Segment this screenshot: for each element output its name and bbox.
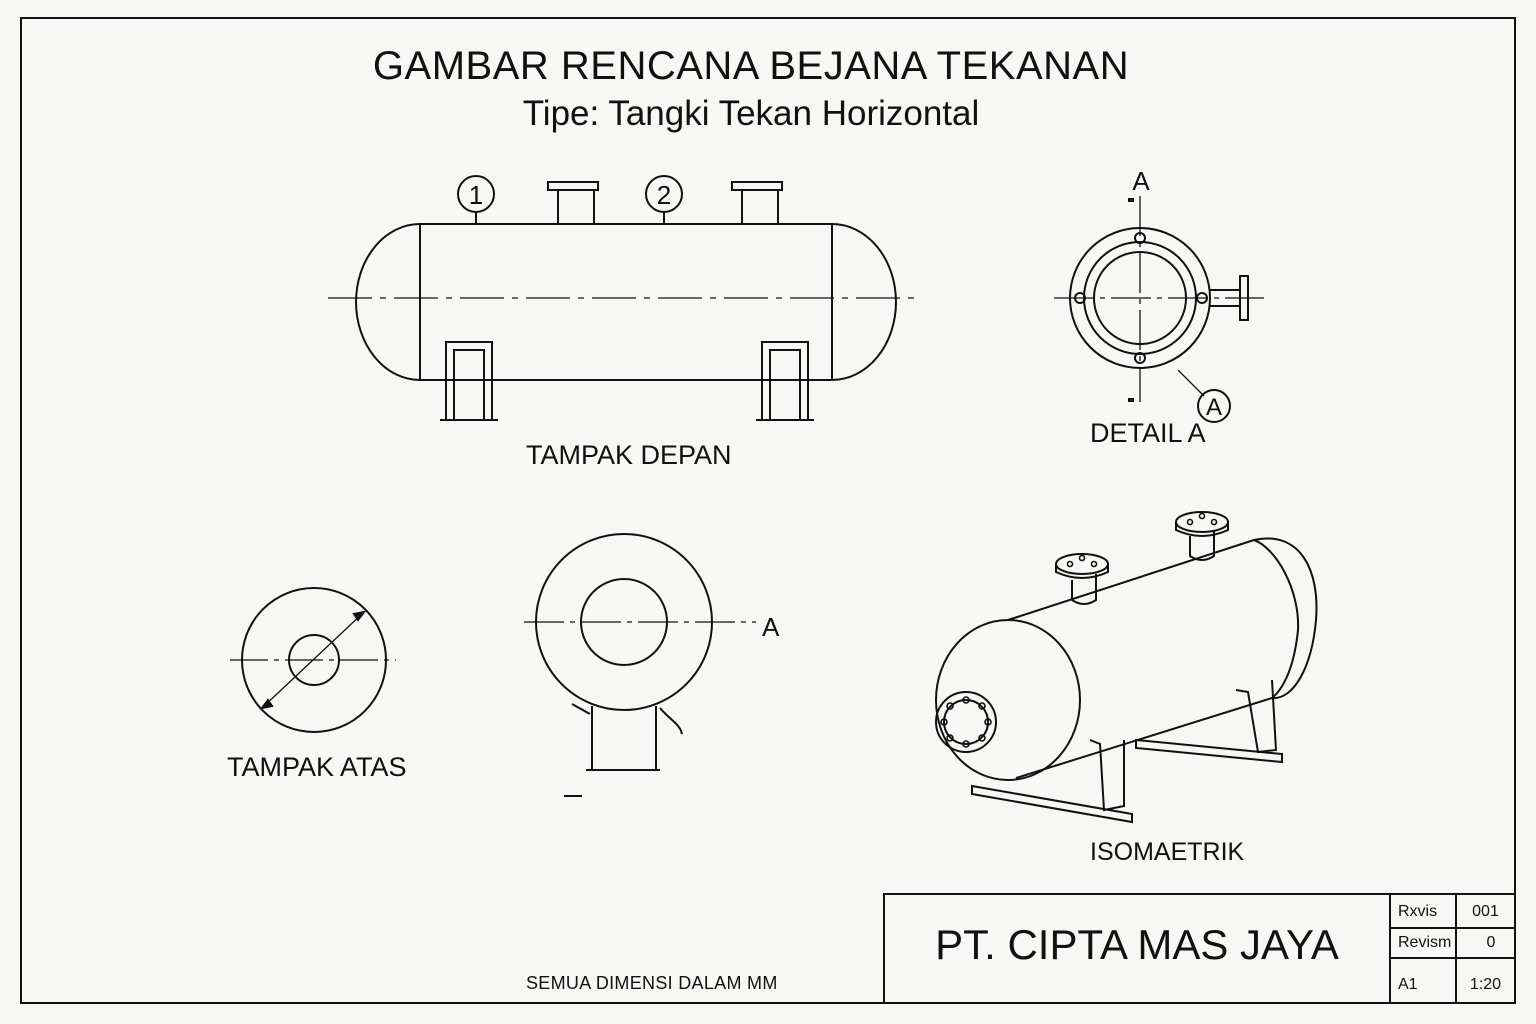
detail-ref-a: A — [1206, 394, 1222, 421]
title-block-row-label: Revism — [1398, 934, 1452, 951]
drawing-title: GAMBAR RENCANA BEJANA TEKANAN — [372, 44, 1130, 88]
title-block-row-value: 1:20 — [1469, 976, 1502, 993]
title-block-row-label: Rxvis — [1398, 903, 1438, 920]
title-block-row-value: 001 — [1472, 903, 1499, 920]
isometric-view — [935, 511, 1318, 824]
title-block-row-value: 0 — [1486, 934, 1496, 951]
side-view — [524, 533, 756, 797]
label-tampak-atas: TAMPAK ATAS — [227, 752, 407, 782]
isometric-bolt-holes — [940, 512, 1218, 748]
title-block-company: PT. CIPTA MAS JAYA — [935, 921, 1339, 968]
drawing-subtitle: Tipe: Tangki Tekan Horizontal — [522, 94, 980, 133]
top-view — [230, 587, 396, 733]
label-detail-a: DETAIL A — [1090, 418, 1206, 448]
section-marker-a: A — [1132, 166, 1150, 196]
title-block — [883, 893, 1516, 1004]
detail-a-view — [1054, 196, 1264, 423]
label-tampak-depan: TAMPAK DEPAN — [526, 440, 732, 470]
section-line-a: A — [762, 612, 780, 642]
dimension-note: SEMUA DIMENSI DALAM MM — [526, 973, 778, 993]
callout-2: 2 — [657, 180, 671, 210]
callout-1: 1 — [469, 180, 483, 210]
front-view — [328, 175, 922, 421]
sheet-border — [20, 17, 1516, 1004]
label-isometrik: ISOMAETRIK — [1090, 838, 1245, 866]
title-block-row-label: A1 — [1398, 976, 1418, 993]
